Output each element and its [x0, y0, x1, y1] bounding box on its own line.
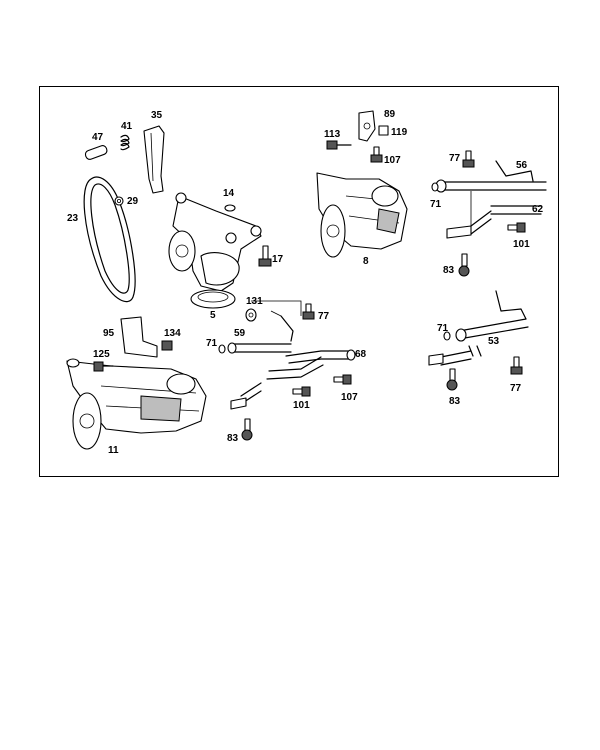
callout-83-middle: 83 — [227, 433, 239, 444]
bolt-83a — [458, 253, 470, 277]
callout-29: 29 — [127, 196, 139, 207]
bolt-77a — [462, 150, 475, 168]
callout-71-middle: 71 — [206, 338, 218, 349]
callout-83-upper: 83 — [443, 265, 455, 276]
bolt-113 — [326, 140, 352, 150]
callout-101-upper: 101 — [513, 239, 530, 250]
callout-68: 68 — [355, 349, 367, 360]
callout-35: 35 — [151, 110, 163, 121]
callout-53: 53 — [488, 336, 500, 347]
washer-71b — [218, 344, 226, 354]
callout-17: 17 — [272, 254, 284, 265]
callout-11: 11 — [108, 445, 119, 456]
oil-pump — [168, 192, 262, 309]
callout-134: 134 — [164, 328, 181, 339]
callout-8: 8 — [363, 256, 369, 267]
oil-pipe-upper — [435, 160, 547, 239]
callout-71-upper: 71 — [430, 199, 442, 210]
bracket-95 — [120, 316, 158, 358]
callout-23: 23 — [67, 213, 79, 224]
parts-diagram-frame: 35 41 47 23 29 14 17 5 89 113 119 107 8 … — [39, 86, 559, 477]
callout-125: 125 — [93, 349, 110, 360]
bolt-77b — [302, 303, 315, 320]
nut-134 — [161, 340, 173, 351]
washer-71a — [431, 182, 439, 192]
washer-131 — [245, 308, 257, 322]
timing-chain — [83, 176, 136, 303]
callout-59: 59 — [234, 328, 246, 339]
oil-pump-lower — [66, 358, 207, 450]
bolt-101b — [292, 386, 311, 397]
washer-71c — [443, 331, 451, 341]
nut-119 — [378, 125, 389, 136]
bolt-77c — [510, 356, 523, 375]
spring — [120, 134, 130, 151]
oil-pump-assembly — [316, 172, 408, 258]
callout-131: 131 — [246, 296, 263, 307]
callout-14: 14 — [223, 188, 235, 199]
callout-107-middle: 107 — [341, 392, 358, 403]
callout-77-middle: 77 — [318, 311, 330, 322]
callout-95: 95 — [103, 328, 115, 339]
bolt-17 — [258, 245, 272, 267]
callout-41: 41 — [121, 121, 133, 132]
callout-83-lower: 83 — [449, 396, 461, 407]
oil-pipe-middle — [227, 300, 356, 410]
bolt-83c — [446, 368, 458, 391]
callout-71-lower: 71 — [437, 323, 449, 334]
bolt-101a — [507, 222, 526, 233]
parts-diagram: 35 41 47 23 29 14 17 5 89 113 119 107 8 … — [66, 109, 547, 456]
bolt-83b — [241, 418, 253, 441]
bolt-107b — [333, 374, 352, 385]
pin — [84, 145, 108, 160]
callout-113: 113 — [324, 129, 341, 140]
bolt-29 — [114, 196, 124, 206]
callout-77-lower: 77 — [510, 383, 522, 394]
callout-62: 62 — [532, 204, 544, 215]
bracket-89 — [358, 110, 376, 142]
callout-119: 119 — [391, 127, 408, 138]
bolt-107-upper — [370, 146, 383, 163]
oil-pipe-lower-right — [428, 290, 529, 366]
washer-14 — [224, 204, 236, 212]
callout-77-upper: 77 — [449, 153, 461, 164]
callout-107-upper: 107 — [384, 155, 401, 166]
callout-47: 47 — [92, 132, 104, 143]
callout-101-middle: 101 — [293, 400, 310, 411]
bolt-125 — [93, 361, 114, 372]
callout-5: 5 — [210, 310, 216, 321]
callout-89: 89 — [384, 109, 396, 120]
tensioner-rail — [143, 125, 165, 194]
callout-56: 56 — [516, 160, 528, 171]
